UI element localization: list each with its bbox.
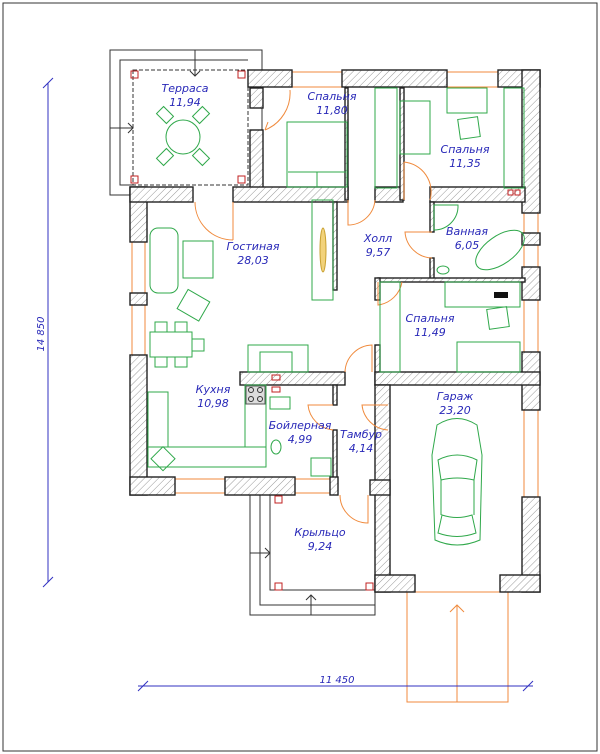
- room-name: Холл: [363, 232, 392, 245]
- room-name: Гараж: [437, 390, 474, 403]
- wall: [332, 384, 338, 406]
- room-name: Ванная: [446, 225, 488, 238]
- porch-platform: [249, 495, 376, 616]
- door-entrance: [339, 494, 369, 524]
- wall: [374, 371, 541, 386]
- room-area: 11,49: [414, 326, 446, 339]
- window: [523, 299, 539, 353]
- room-area: 11,80: [316, 104, 348, 117]
- wall: [499, 574, 541, 593]
- wall: [429, 201, 435, 233]
- door-kitchen: [344, 344, 373, 373]
- wall: [332, 201, 338, 291]
- walls: [129, 69, 541, 593]
- furniture: [147, 87, 525, 546]
- wall: [129, 186, 194, 203]
- door-garage: [361, 404, 389, 431]
- room-name: Терраса: [162, 82, 209, 95]
- room-area: 9,57: [366, 246, 391, 259]
- wall: [521, 69, 541, 214]
- dimension-vertical: 14 850: [36, 77, 54, 588]
- window: [291, 71, 343, 88]
- wall: [399, 87, 405, 201]
- room-name: Кухня: [196, 383, 231, 396]
- wall: [129, 476, 176, 496]
- wall: [521, 232, 541, 246]
- wall: [377, 277, 526, 283]
- room-area: 10,98: [197, 397, 229, 410]
- window: [446, 71, 499, 88]
- room-name: Крыльцо: [294, 526, 345, 539]
- window: [294, 478, 331, 494]
- wall: [374, 574, 416, 593]
- room-area: 6,05: [455, 239, 480, 252]
- wall: [429, 186, 526, 203]
- wall: [374, 186, 404, 203]
- car: [431, 418, 483, 546]
- room-area: 4,99: [288, 433, 313, 446]
- room-name: Бойлерная: [269, 419, 332, 432]
- room-name: Спальня: [441, 143, 490, 156]
- room-name: Спальня: [406, 312, 455, 325]
- door-boiler: [307, 404, 334, 431]
- room-area: 28,03: [237, 254, 269, 267]
- door-bedroom1: [264, 89, 291, 131]
- window: [131, 304, 146, 356]
- door-bedroom2: [403, 161, 432, 201]
- door-hall-bedroom1: [347, 199, 376, 226]
- room-name: Спальня: [308, 90, 357, 103]
- doors: [194, 89, 433, 524]
- dimension-height-label: 14 850: [36, 317, 47, 352]
- wall: [332, 429, 338, 481]
- room-area: 9,24: [308, 540, 333, 553]
- room-name: Гостиная: [226, 240, 279, 253]
- door-bedroom3: [377, 281, 403, 306]
- wall: [429, 257, 435, 281]
- wall: [247, 69, 293, 88]
- wall: [239, 371, 346, 386]
- window: [174, 478, 226, 494]
- wall: [369, 479, 391, 496]
- window: [523, 244, 539, 268]
- wall: [341, 69, 448, 88]
- room-name: Тамбур: [340, 428, 382, 441]
- room-area: 11,94: [169, 96, 201, 109]
- terrace-platform: [109, 49, 263, 196]
- wall: [224, 476, 296, 496]
- room-area: 4,14: [349, 442, 374, 455]
- door-living: [194, 201, 234, 241]
- room-area: 11,35: [449, 157, 481, 170]
- columns: [130, 70, 521, 591]
- wall: [249, 87, 264, 109]
- room-area: 23,20: [439, 404, 471, 417]
- wall: [129, 292, 148, 306]
- window: [523, 212, 539, 234]
- window: [131, 241, 146, 294]
- door-bath: [404, 231, 433, 259]
- dimension-horizontal: 11 450: [137, 675, 534, 692]
- dimension-width-label: 11 450: [320, 675, 355, 686]
- window: [523, 409, 539, 498]
- wall: [329, 476, 339, 496]
- wall: [129, 354, 148, 496]
- wall: [521, 266, 541, 301]
